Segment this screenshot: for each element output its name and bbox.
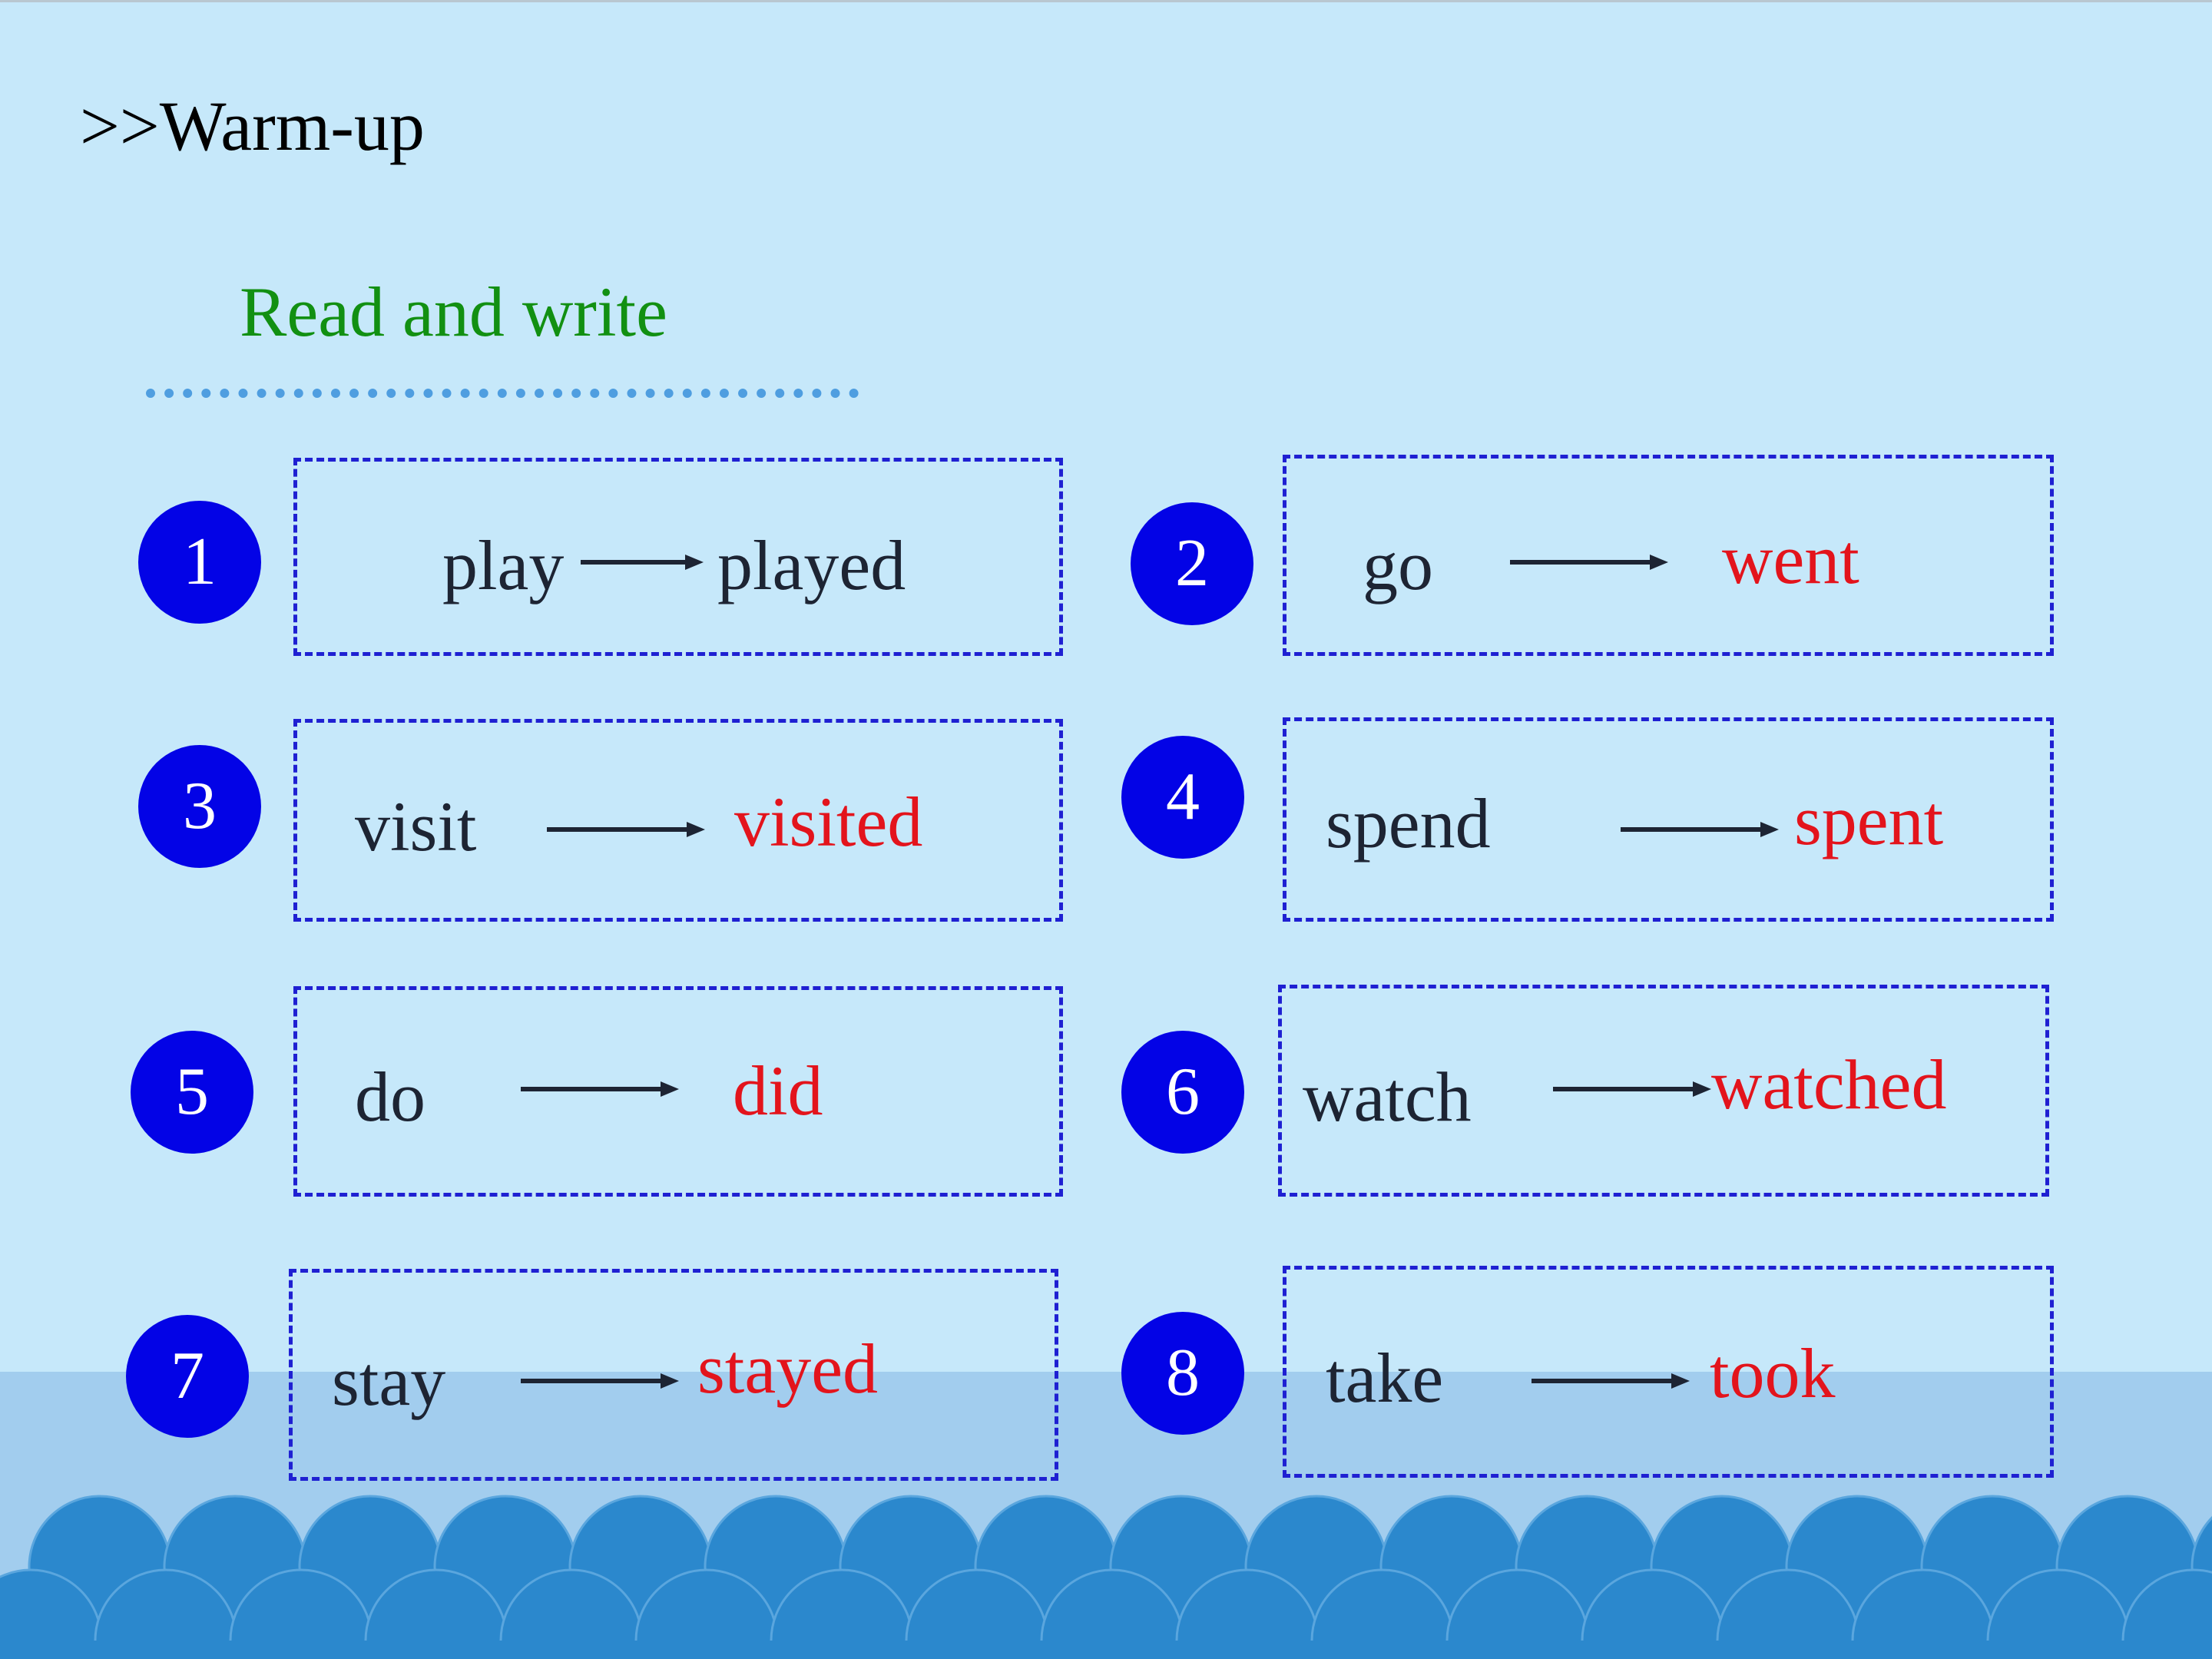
arrow-icon [1532,1373,1690,1389]
top-border [0,0,2212,2]
base-verb: do [355,1058,426,1136]
answer-box [1283,1266,2054,1478]
past-verb-answer: spent [1794,781,1944,859]
section-title: >>Warm-up [80,87,425,165]
past-verb-answer: took [1710,1334,1836,1412]
number-badge: 8 [1121,1312,1244,1435]
arrow-icon [1553,1081,1711,1097]
base-verb: spend [1326,784,1491,863]
base-verb: visit [355,787,477,866]
answer-box [1278,985,2049,1197]
number-badge: 6 [1121,1031,1244,1154]
arrow-icon [521,1373,679,1389]
past-verb: played [717,526,906,604]
answer-box [293,986,1063,1197]
number-badge: 3 [138,745,261,868]
base-verb: go [1363,526,1433,604]
past-verb-answer: went [1722,520,1859,598]
arrow-icon [1510,555,1668,570]
number-badge: 5 [131,1031,253,1154]
number-badge: 4 [1121,736,1244,859]
activity-subtitle: Read and write [240,273,667,351]
number-badge: 2 [1131,502,1253,625]
base-verb: watch [1303,1058,1472,1136]
base-verb: stay [332,1342,446,1420]
dotted-divider [146,389,859,398]
arrow-icon [581,555,704,570]
answer-box [289,1269,1058,1481]
number-badge: 1 [138,501,261,624]
answer-box [1283,717,2054,922]
past-verb-answer: did [733,1051,823,1130]
answer-box [1283,455,2054,656]
past-verb-answer: visited [734,783,923,861]
arrow-icon [1621,822,1779,837]
answer-box [293,458,1063,656]
arrow-icon [547,822,705,837]
number-badge: 7 [126,1315,249,1438]
arrow-icon [521,1081,679,1097]
answer-box [293,719,1063,922]
past-verb-answer: stayed [697,1330,879,1408]
wave-decoration [0,1495,2212,1659]
base-verb: play [442,526,565,604]
base-verb: take [1326,1339,1444,1417]
past-verb-answer: watched [1711,1045,1947,1124]
